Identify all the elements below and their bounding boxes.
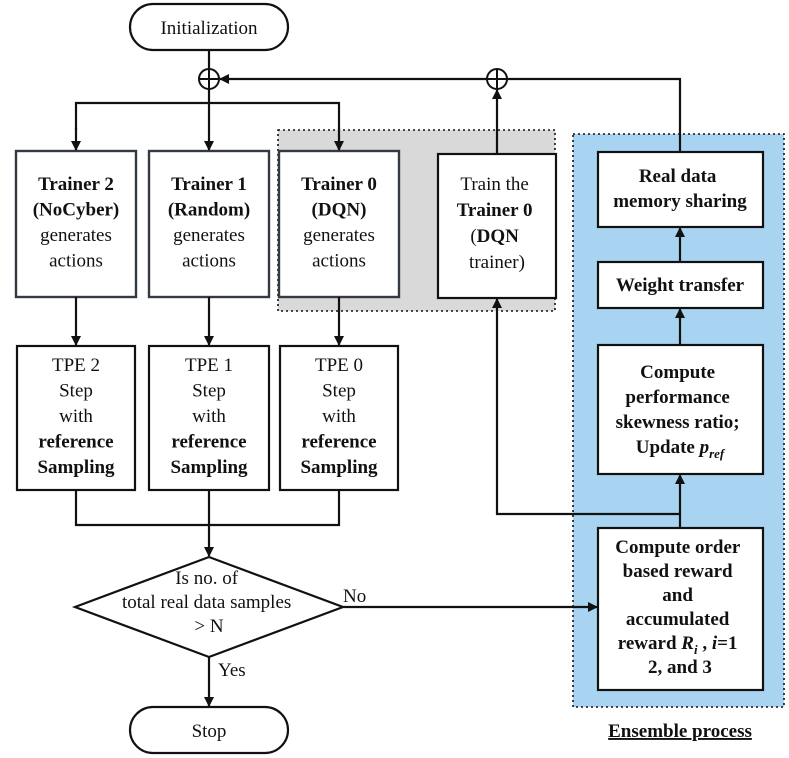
node-text-line: (NoCyber)	[33, 200, 120, 221]
trainer1-text: Trainer 1 (Random) generates actions	[168, 174, 250, 272]
stop-terminal	[128, 705, 290, 755]
p-subscript: ref	[709, 446, 726, 461]
skew-line-2: performance	[625, 387, 729, 408]
memory-to-junction-line	[507, 77, 682, 152]
trainer0-box	[277, 149, 401, 299]
skew-line-4: Update pref	[636, 437, 726, 461]
i-sep: ,	[698, 633, 712, 654]
order-line-1: Compute order	[615, 537, 741, 558]
i-symbol: i	[712, 633, 718, 654]
skew-line-3: skewness ratio;	[616, 412, 740, 433]
node-text-line: Trainer 2	[38, 174, 114, 195]
node-text-line: (DQN)	[312, 200, 367, 221]
order-line-5: reward Ri , i=1	[618, 633, 738, 657]
tpe0-box	[278, 344, 400, 492]
node-text-line: TPE 2	[52, 355, 100, 376]
node-text-line: Sampling	[170, 457, 248, 478]
trainer0-text: Trainer 0 (DQN) generates actions	[301, 174, 377, 272]
update-prefix: Update	[636, 437, 700, 458]
node-text-line: generates	[173, 225, 245, 246]
node-text-line: actions	[182, 251, 236, 272]
dqn-paren-line: (DQN	[470, 226, 519, 247]
tpe1-box	[147, 344, 271, 492]
decision-line-3: > N	[194, 616, 223, 637]
node-text-line: actions	[312, 251, 366, 272]
sum-junction-left-icon	[198, 68, 220, 90]
node-text-line: with	[322, 406, 356, 427]
trainer1-box	[147, 149, 271, 299]
node-text-line: with	[192, 406, 226, 427]
trainer-close-line: trainer)	[469, 252, 525, 273]
r-subscript: i	[694, 642, 698, 657]
order-line-3: and	[662, 585, 693, 606]
node-text-line: actions	[49, 251, 103, 272]
decision-text: Is no. of total real data samples > N	[122, 568, 296, 637]
order-line-4: accumulated	[626, 609, 730, 630]
stop-label: Stop	[192, 721, 227, 742]
node-text-line: Step	[59, 381, 93, 402]
node-text-line: Step	[322, 381, 356, 402]
reward-prefix: reward	[618, 633, 682, 654]
train-the-line: Train the	[460, 174, 528, 195]
node-text-line: with	[59, 406, 93, 427]
weight-transfer-text: Weight transfer	[616, 275, 745, 296]
trainer2-text: Trainer 2 (NoCyber) generates actions	[33, 174, 120, 272]
initialization-label: Initialization	[160, 18, 258, 39]
memory-sharing-text: Real data memory sharing	[613, 166, 747, 212]
open-paren: (	[470, 226, 476, 247]
decision-line-2: total real data samples	[122, 592, 291, 613]
node-text-line: generates	[303, 225, 375, 246]
p-symbol: p	[698, 437, 710, 458]
skew-line-1: Compute	[640, 362, 715, 383]
no-label: No	[343, 586, 366, 607]
node-text-line: TPE 1	[185, 355, 233, 376]
decision-line-1: Is no. of	[175, 568, 238, 589]
node-text-line: Step	[192, 381, 226, 402]
memory-sharing-box	[596, 150, 765, 229]
dqn-bold: DQN	[477, 226, 520, 247]
skewness-box	[596, 343, 765, 476]
node-text-line: Trainer 0	[301, 174, 377, 195]
node-text-line: reference	[171, 432, 246, 453]
train-trainer0-text: Train the Trainer 0 (DQN trainer)	[457, 174, 538, 273]
node-text-line: Sampling	[300, 457, 378, 478]
junction-split-line	[74, 101, 341, 130]
sum-junction-right-icon	[486, 68, 508, 90]
skewness-text: Compute performance skewness ratio; Upda…	[616, 362, 745, 461]
trainer2-box	[14, 149, 138, 299]
node-text-line: reference	[301, 432, 376, 453]
memory-line-1: Real data	[639, 166, 717, 187]
order-reward-text: Compute order based reward and accumulat…	[615, 537, 744, 678]
node-text-line: TPE 0	[315, 355, 363, 376]
tpe-merge-line	[74, 490, 341, 527]
i-rest: =1	[717, 633, 737, 654]
order-reward-box	[596, 526, 765, 692]
trainer0-bold-line: Trainer 0	[457, 200, 533, 221]
node-text-line: Sampling	[37, 457, 115, 478]
node-text-line: reference	[38, 432, 113, 453]
order-line-2: based reward	[623, 561, 733, 582]
memory-line-2: memory sharing	[613, 191, 747, 212]
node-text-line: (Random)	[168, 200, 250, 221]
r-symbol: R	[680, 633, 694, 654]
order-line-6: 2, and 3	[648, 657, 712, 678]
train-trainer0-box	[436, 152, 558, 300]
yes-label: Yes	[218, 660, 246, 681]
node-text-line: Trainer 1	[171, 174, 247, 195]
ensemble-process-label: Ensemble process	[608, 721, 752, 742]
arrow-to-train-trainer0	[492, 298, 680, 516]
node-text-line: generates	[40, 225, 112, 246]
